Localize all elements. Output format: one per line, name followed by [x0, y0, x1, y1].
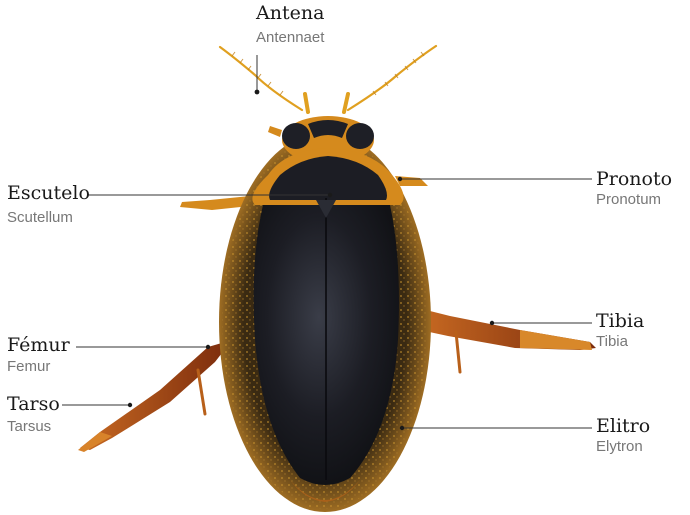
label-elytron-es: Elitro — [596, 417, 650, 436]
label-pronotum-es: Pronoto — [596, 170, 672, 189]
label-antenna-en: Antennaet — [256, 30, 324, 45]
label-tarsus-es: Tarso — [7, 395, 60, 414]
label-pronotum-en: Pronotum — [596, 192, 661, 207]
label-scutellum-es: Escutelo — [7, 184, 90, 203]
label-antenna-es: Antena — [256, 4, 324, 23]
label-elytron-en: Elytron — [596, 439, 643, 454]
label-femur-en: Femur — [7, 359, 50, 374]
label-tibia-es: Tibia — [596, 312, 644, 331]
antennae — [220, 46, 436, 110]
label-femur-es: Fémur — [7, 336, 70, 355]
label-tibia-en: Tibia — [596, 334, 628, 349]
label-scutellum-en: Scutellum — [7, 210, 73, 225]
label-tarsus-en: Tarsus — [7, 419, 51, 434]
